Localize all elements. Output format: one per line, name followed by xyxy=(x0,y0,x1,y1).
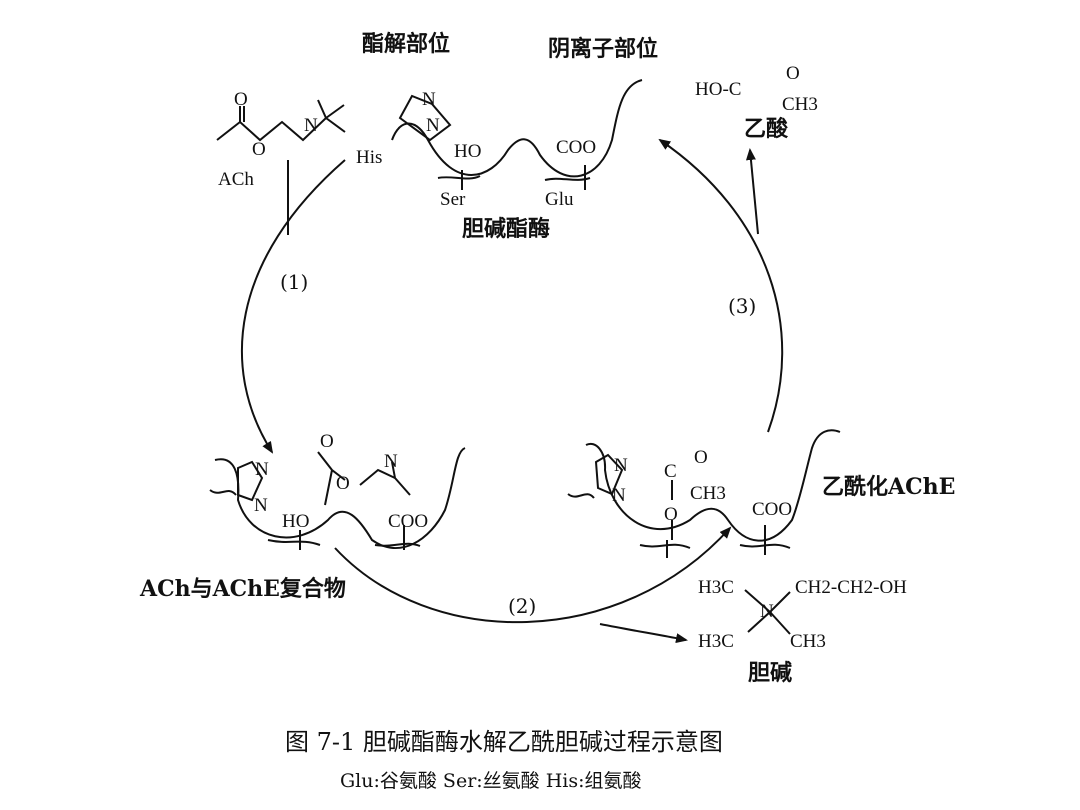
figure-legend: Glu:谷氨酸 Ser:丝氨酸 His:组氨酸 xyxy=(340,770,642,792)
free-enzyme-surface xyxy=(391,79,643,178)
figure-caption: 图 7-1 胆碱酯酶水解乙酰胆碱过程示意图 xyxy=(285,728,723,756)
complex-n2: N xyxy=(254,495,268,516)
his-n1: N xyxy=(422,89,436,110)
acetylated-surface xyxy=(585,429,841,542)
ach-carbonyl-o: O xyxy=(234,89,248,110)
complex-coo: COO xyxy=(388,511,429,532)
step-1-label: (1) xyxy=(280,270,309,294)
complex-ho: HO xyxy=(282,511,310,532)
ach-skeleton xyxy=(216,117,327,142)
ester-site-label: 酯解部位 xyxy=(362,31,451,57)
acyl-o-double: O xyxy=(694,447,708,468)
complex-imidazole xyxy=(237,460,264,502)
acetylated-coo: COO xyxy=(752,499,793,520)
step1-arrow xyxy=(240,159,346,454)
choline-skeleton xyxy=(744,589,791,635)
ach-label: ACh xyxy=(218,169,254,190)
choline-n: N xyxy=(760,601,774,622)
acetic-ch3: CH3 xyxy=(782,94,818,115)
acetic-ho-c: HO-C xyxy=(695,79,742,100)
acetylated-n1: N xyxy=(614,455,628,476)
acyl-c: C xyxy=(664,461,677,482)
glu-coo: COO xyxy=(556,137,597,158)
step2-branch-arrow xyxy=(599,623,688,644)
choline-h3c-top: H3C xyxy=(698,577,734,598)
acetylated-n2: N xyxy=(612,485,626,506)
ach-nitrogen: N xyxy=(304,115,318,136)
anion-site-label: 阴离子部位 xyxy=(548,36,659,62)
step2-arrow xyxy=(334,526,732,624)
his-label: His xyxy=(356,147,383,168)
acetylated-label: 乙酰化AChE xyxy=(822,474,956,500)
acyl-ch3: CH3 xyxy=(690,483,726,504)
choline-chain: CH2-CH2-OH xyxy=(795,577,907,598)
step-3-label: (3) xyxy=(728,294,757,318)
ser-label: Ser xyxy=(440,189,466,210)
complex-ester-o: O xyxy=(336,473,350,494)
acetic-acid-label: 乙酸 xyxy=(744,116,789,142)
acetic-o: O xyxy=(786,63,800,84)
enzyme-label: 胆碱酯酶 xyxy=(462,216,551,242)
free-imidazole xyxy=(398,94,452,142)
choline-ch3: CH3 xyxy=(790,631,826,652)
step3-branch-arrow xyxy=(745,148,759,235)
acyl-o-link: O xyxy=(664,504,678,525)
step3-arrow xyxy=(658,138,784,433)
ach-ester-o: O xyxy=(252,139,266,160)
complex-nitrogen: N xyxy=(384,451,398,472)
step-2-label: (2) xyxy=(508,594,537,618)
complex-label: ACh与AChE复合物 xyxy=(140,576,346,602)
complex-surface xyxy=(214,447,466,550)
choline-label: 胆碱 xyxy=(748,660,793,686)
his-n2: N xyxy=(426,115,440,136)
complex-n1: N xyxy=(255,459,269,480)
acetylated-imidazole xyxy=(594,453,624,496)
glu-label: Glu xyxy=(545,189,574,210)
complex-o-minus: O xyxy=(320,431,334,452)
choline-h3c-bottom: H3C xyxy=(698,631,734,652)
ser-ho: HO xyxy=(454,141,482,162)
